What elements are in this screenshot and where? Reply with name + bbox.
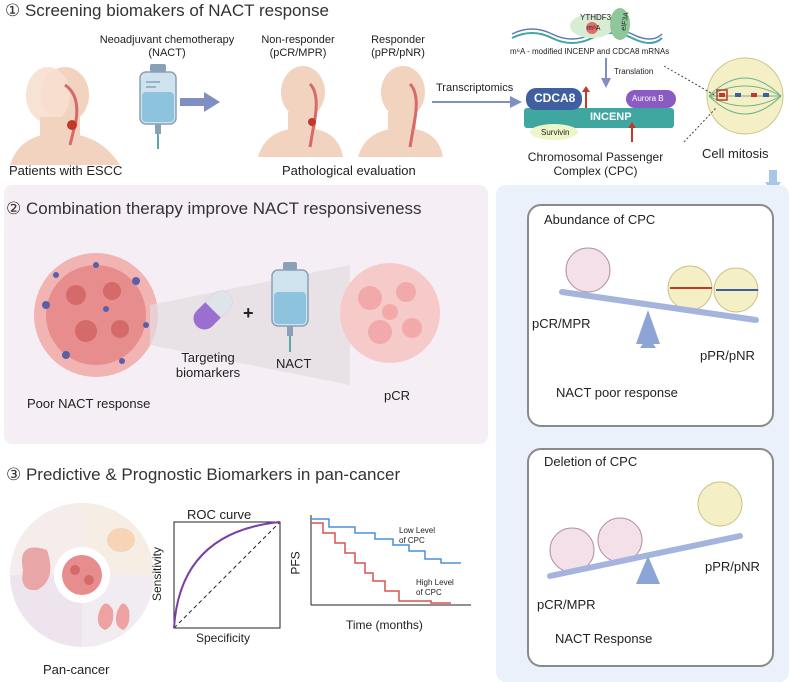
incenp-label: INCENP — [590, 111, 632, 123]
pcr-tumor-icon — [340, 263, 440, 363]
translation-label: Translation — [614, 67, 654, 76]
plus-label: + — [243, 303, 254, 323]
mitosis-label: Cell mitosis — [702, 146, 769, 161]
cdca8-label: CDCA8 — [534, 91, 576, 105]
pill-capsule-icon — [193, 290, 233, 330]
transcriptomics-label: Transcriptomics — [436, 82, 514, 94]
ythdf3-label: YTHDF3 — [580, 13, 612, 22]
poor-tumor-icon — [34, 253, 158, 377]
section1-title: ① Screening biomakers of NACT response — [5, 1, 329, 20]
aurora-label: Aurora B — [632, 94, 664, 103]
km-xlabel: Time (months) — [346, 618, 423, 632]
patient-silhouette-icon — [10, 67, 120, 165]
m6a-label: m⁶A — [587, 25, 601, 32]
nonresponder-label: Non-responder (pCR/MPR) — [261, 34, 335, 59]
section3-title: ③ Predictive & Prognostic Biomarkers in … — [6, 465, 401, 484]
box2-left: pCR/MPR — [537, 597, 596, 612]
responder-label: Responder (pPR/pNR) — [371, 34, 425, 59]
nonresponder-silhouette-icon — [258, 66, 343, 157]
km-high-label: High Level of CPC — [416, 578, 454, 597]
km-chart — [310, 515, 471, 606]
patients-label: Patients with ESCC — [9, 163, 123, 178]
box1-right: pPR/pNR — [700, 348, 755, 363]
pancancer-wheel-icon — [10, 503, 154, 647]
box1-title: Abundance of CPC — [544, 212, 656, 227]
pathological-label: Pathological evaluation — [282, 163, 416, 178]
pancancer-label: Pan-cancer — [43, 662, 110, 677]
pcr-label: pCR — [384, 388, 411, 403]
seesaw1 — [559, 247, 759, 348]
nact-label: Neoadjuvant chemotherapy (NACT) — [99, 34, 235, 59]
arrow-right-icon — [180, 92, 220, 112]
targeting-label: Targeting biomarkers — [175, 350, 241, 380]
responder-silhouette-icon — [358, 66, 443, 157]
nact2-label: NACT — [276, 356, 312, 371]
box1-caption: NACT poor response — [556, 385, 678, 400]
roc-title: ROC curve — [187, 507, 252, 522]
km-ylabel: PFS — [288, 551, 303, 575]
km-low-label: Low Level of CPC — [399, 526, 436, 545]
seesaw2 — [547, 481, 743, 584]
arrow-translation-icon — [601, 58, 611, 88]
mrna-strand-icon — [511, 8, 663, 44]
box2-right: pPR/pNR — [705, 559, 760, 574]
roc-xlabel: Specificity — [196, 631, 251, 645]
roc-ylabel: Sensitivity — [150, 546, 165, 602]
poor-label: Poor NACT response — [27, 396, 151, 411]
section2-title: ② Combination therapy improve NACT respo… — [6, 199, 422, 218]
iv-bag-icon — [139, 64, 177, 149]
roc-chart — [173, 521, 281, 629]
box2-title: Deletion of CPC — [544, 454, 638, 469]
box2-caption: NACT Response — [555, 631, 653, 646]
mitosis-cell-icon — [706, 57, 784, 135]
survivin-label: Survivin — [541, 128, 570, 137]
zoom-dotted-lines — [663, 65, 717, 143]
cpc-label: Chromosomal Passenger Complex (CPC) — [527, 150, 664, 178]
arrow-transcriptomics-icon — [432, 96, 522, 108]
mrna-label: m⁶A - modified INCENP and CDCA8 mRNAs — [510, 47, 670, 56]
box1-left: pCR/MPR — [532, 316, 591, 331]
cpc-complex-icon — [524, 86, 676, 142]
iv-bag-2-icon — [271, 262, 309, 352]
